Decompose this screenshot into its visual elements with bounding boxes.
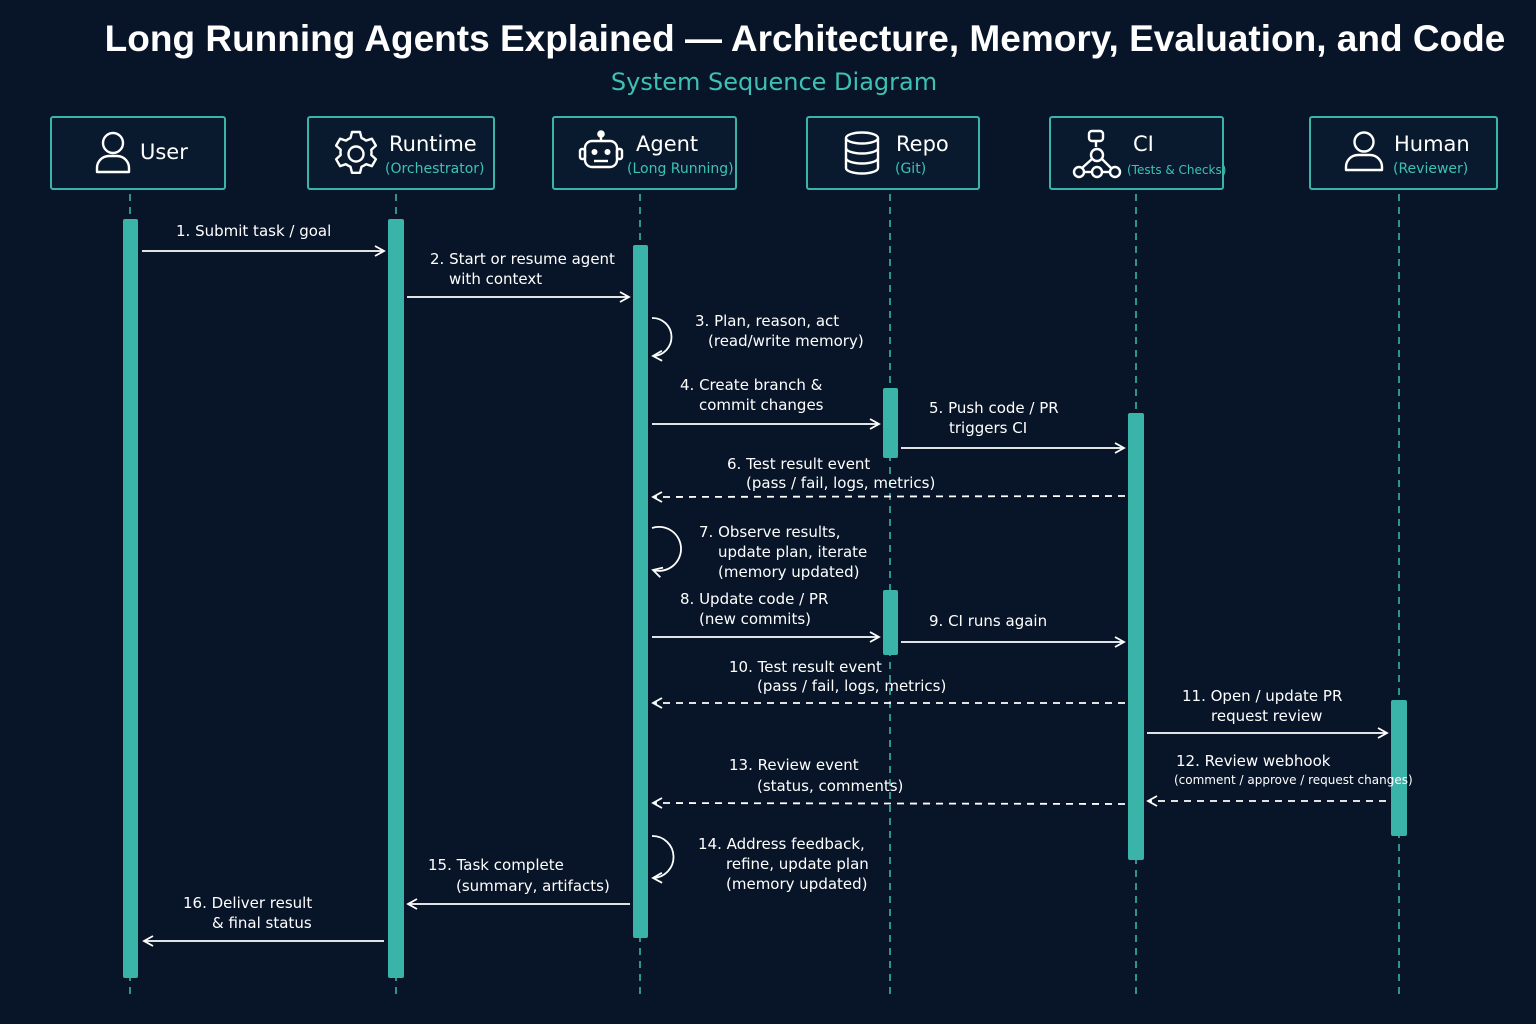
message-label-14: 14. Address feedback, refine, update pla… [698, 835, 869, 893]
activation-agent [633, 245, 648, 938]
message-label-8: 8. Update code / PR (new commits) [680, 590, 829, 628]
message-label-13: 13. Review event (status, comments) [729, 756, 904, 795]
participant-name: Agent [636, 132, 699, 156]
message-arrow-3 [651, 317, 673, 362]
participant-subtitle: (Orchestrator) [385, 161, 485, 177]
participant-runtime: Runtime (Orchestrator) [307, 116, 495, 190]
message-label-10: 10. Test result event (pass / fail, logs… [729, 658, 947, 695]
message-label-9: 9. CI runs again [929, 612, 1048, 630]
activation-user [123, 219, 138, 978]
message-label-3: 3. Plan, reason, act (read/write memory) [695, 312, 864, 350]
message-label-5: 5. Push code / PR triggers CI [929, 399, 1059, 437]
user-icon [1344, 131, 1384, 172]
participant-subtitle: (Reviewer) [1393, 161, 1469, 177]
participant-name: Human [1394, 132, 1470, 156]
activation-repo-2 [883, 590, 898, 655]
diagram-title: Long Running Agents Explained — Architec… [104, 18, 1506, 59]
participant-agent: Agent (Long Running) [552, 116, 737, 190]
message-label-4: 4. Create branch & commit changes [680, 376, 824, 414]
activation-repo-1 [883, 388, 898, 458]
participant-name: CI [1133, 132, 1154, 156]
user-icon [95, 131, 131, 174]
message-arrow-13 [651, 797, 1126, 809]
message-arrow-14 [651, 835, 675, 884]
participant-name: Runtime [389, 132, 477, 156]
gear-icon [334, 130, 378, 174]
robot-icon [578, 130, 624, 169]
participant-human: Human (Reviewer) [1309, 116, 1498, 190]
message-label-12: 12. Review webhook (comment / approve / … [1174, 752, 1413, 787]
message-label-16: 16. Deliver result & final status [183, 894, 313, 932]
activation-ci [1128, 413, 1144, 860]
participant-name: Repo [896, 132, 949, 156]
participant-subtitle: (Tests & Checks) [1127, 163, 1227, 177]
message-label-7: 7. Observe results, update plan, iterate… [699, 523, 868, 581]
participant-user: User [50, 116, 226, 190]
message-label-1: 1. Submit task / goal [176, 222, 332, 240]
message-arrow-7 [651, 525, 682, 578]
activation-human [1391, 700, 1407, 836]
database-icon [844, 131, 880, 175]
participant-subtitle: (Git) [895, 161, 927, 177]
participant-name: User [140, 140, 188, 164]
message-arrow-6 [651, 491, 1126, 503]
message-label-15: 15. Task complete (summary, artifacts) [428, 856, 610, 895]
participant-subtitle: (Long Running) [627, 161, 734, 177]
participant-ci: CI (Tests & Checks) [1049, 116, 1227, 190]
pipeline-icon [1072, 129, 1122, 179]
message-label-11: 11. Open / update PR request review [1182, 687, 1343, 725]
message-label-2: 2. Start or resume agent with context [430, 250, 615, 288]
activation-runtime [388, 219, 404, 978]
participant-repo: Repo (Git) [806, 116, 980, 190]
diagram-subtitle: System Sequence Diagram [610, 68, 938, 96]
message-label-6: 6. Test result event (pass / fail, logs,… [727, 455, 936, 492]
